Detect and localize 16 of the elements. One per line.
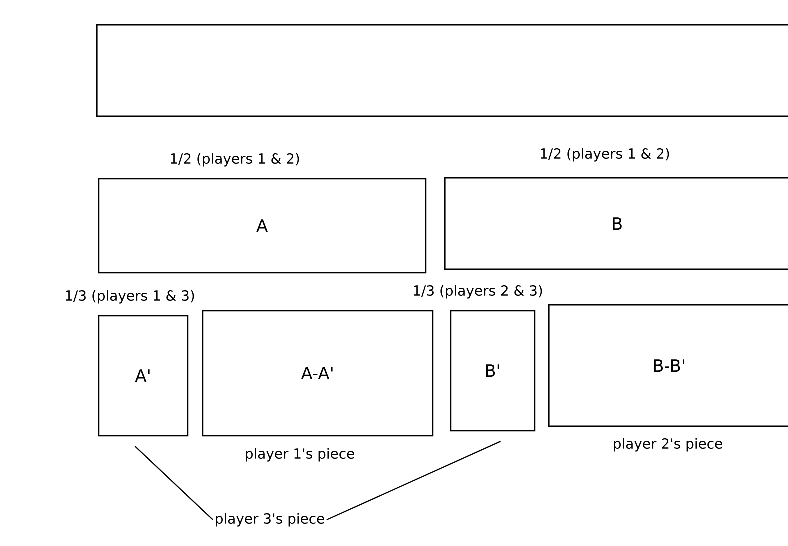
- piece-label: player 3's piece: [216, 513, 324, 527]
- empty-box: [96, 24, 788, 118]
- fraction-label: 1/3 (players 1 & 3): [66, 290, 194, 304]
- piece-box: B-B': [548, 304, 788, 428]
- piece-box: A-A': [202, 310, 434, 437]
- piece-box: A: [98, 178, 427, 274]
- fraction-label: player 1's piece: [246, 448, 354, 462]
- fraction-label: 1/2 (players 1 & 2): [171, 153, 300, 167]
- fraction-label: 1/3 (players 2 & 3): [414, 285, 542, 299]
- piece-box: A': [98, 315, 189, 437]
- fraction-label: 1/2 (players 1 & 2): [541, 148, 670, 162]
- piece-box: B': [450, 310, 536, 432]
- piece-box: B: [444, 177, 788, 270]
- fraction-label: player 2's piece: [614, 438, 722, 452]
- leader-line: [134, 446, 214, 520]
- leader-line: [326, 441, 502, 521]
